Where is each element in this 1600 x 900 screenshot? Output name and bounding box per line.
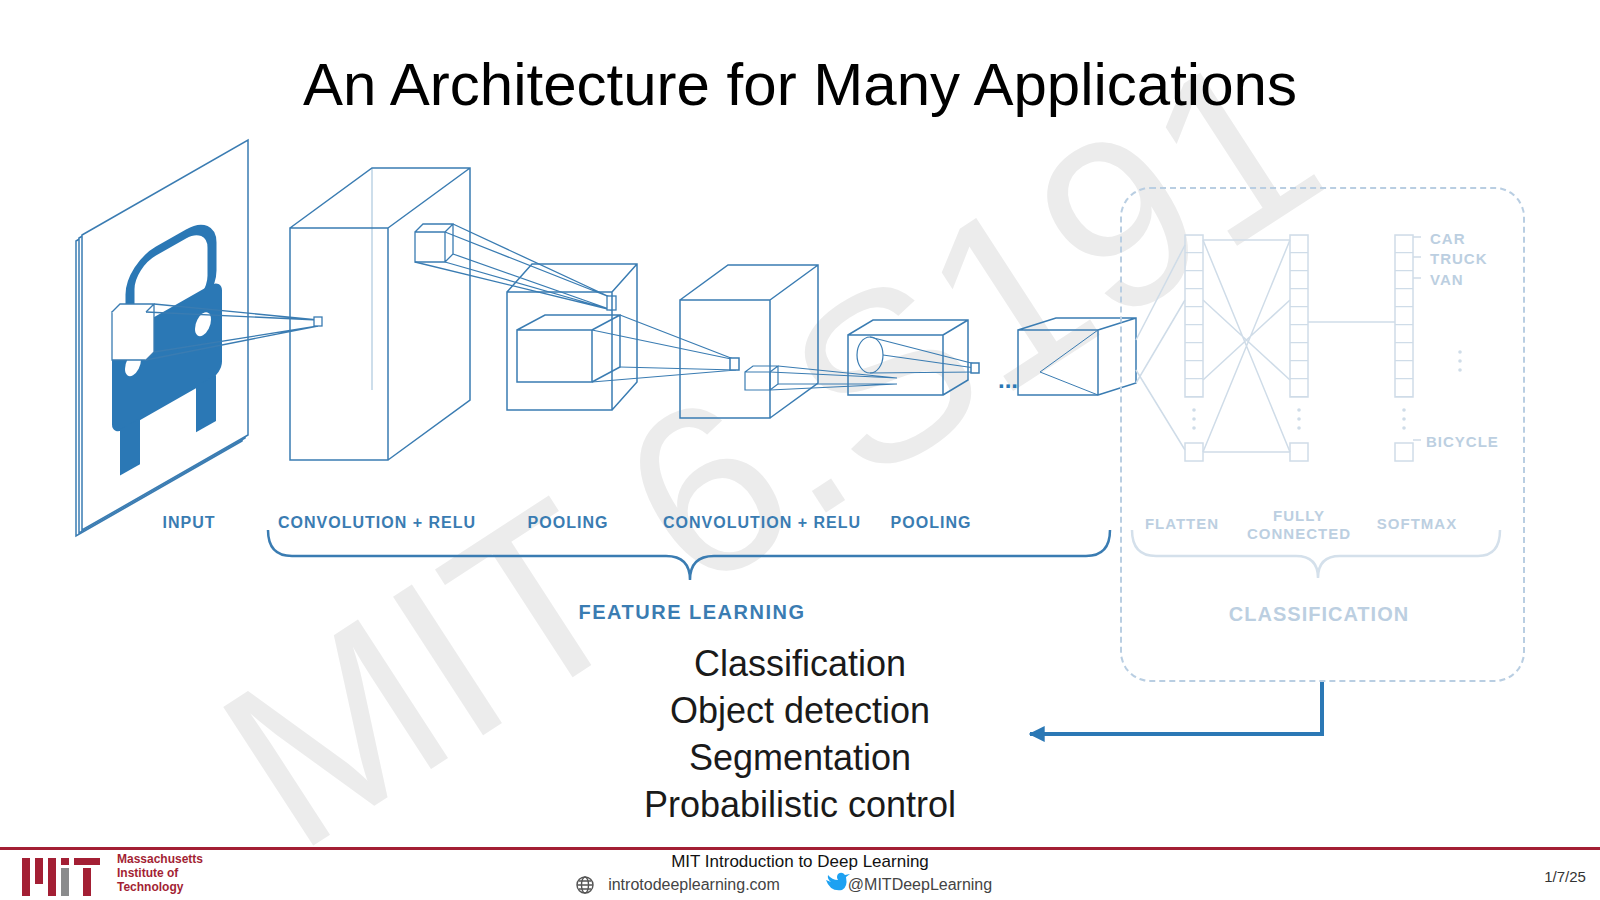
faded-network [1458,368,1462,372]
faded-network [1402,426,1406,430]
kernel-projection [415,224,612,310]
faded-network [1413,237,1421,440]
feature-volume [1040,330,1098,395]
pooling-volume [592,315,736,382]
mit-logo [22,858,30,896]
pooling-volume [507,264,739,410]
faded-network [1458,359,1462,363]
feature-volume [1018,318,1136,395]
conv-volume [680,265,818,418]
faded-label: CLASSIFICATION [1229,605,1409,623]
faded-network [1185,443,1203,461]
conv-volume [372,168,373,390]
mit-logo [61,858,69,865]
faded-network [1290,235,1308,397]
mit-logo [83,868,91,896]
pooling-volume [517,315,620,382]
globe-icon [577,877,593,893]
feature-brace [268,530,1110,580]
conv-volume [290,168,470,460]
input-image [76,140,248,536]
car-icon [112,213,222,480]
input-kernel [146,304,318,360]
faded-network [1136,235,1462,461]
faded-label: BICYCLE [1426,433,1499,451]
faded-network [1297,417,1301,421]
kernel-projection [415,224,453,262]
car-icon [112,278,222,436]
slide-title: An Architecture for Many Applications [303,50,1297,119]
social-handle: @MITDeepLearning [848,876,992,894]
faded-network [1192,417,1196,421]
faded-network [1402,417,1406,421]
faded-network [1308,321,1395,323]
faded-network [1297,426,1301,430]
globe-icon [577,877,593,893]
application-item: Probabilistic control [570,781,1030,828]
faded-network [1203,240,1290,452]
mit-logo [74,858,100,865]
pooling-volume [507,264,637,410]
mit-logo [48,858,56,896]
group-label: FEATURE LEARNING [579,601,806,624]
layer-label: CONVOLUTION + RELU [278,514,476,532]
layer-label: POOLING [891,514,972,532]
conv-volume [290,168,470,460]
twitter-icon [826,873,850,891]
feature-volume [1018,318,1136,395]
pooling-volume [857,337,883,373]
flow-arrow [1030,682,1322,734]
layer-label: POOLING [528,514,609,532]
twitter-icon [826,873,850,891]
faded-network [1192,426,1196,430]
mit-logo [35,858,43,884]
layer-label: INPUT [163,514,216,532]
faded-label: CAR [1430,230,1466,248]
faded-network [1458,350,1462,354]
faded-label: FLATTEN [1145,515,1219,533]
car-icon [120,418,140,475]
car-icon [196,375,216,432]
application-list: ClassificationObject detectionSegmentati… [570,640,1030,828]
mit-logo [61,868,69,896]
ellipsis: ... [998,366,1018,394]
institution-name: Massachusetts Institute of Technology [117,852,217,894]
layer-label: CONVOLUTION + RELU [663,514,861,532]
faded-network [1402,408,1406,412]
conv-volume [745,366,778,390]
course-name: MIT Introduction to Deep Learning [671,852,929,872]
application-item: Segmentation [570,734,1030,781]
classification-panel: CAR TRUCK VAN BICYCLE FLATTEN FULLY CONNECTED… [1120,187,1525,682]
faded-network [1297,408,1301,412]
mit-logo [22,858,100,896]
pooling-volume [848,320,979,395]
pooling-volume [870,337,975,373]
faded-network [1395,235,1413,397]
date: 1/7/25 [1544,868,1586,885]
pooling-volume [730,358,739,370]
application-item: Classification [570,640,1030,687]
faded-label: SOFTMAX [1377,515,1457,533]
input-image [82,140,248,530]
faded-network [1136,245,1185,450]
kernel-projection [415,224,616,310]
footer-rule [0,847,1600,850]
pooling-volume [971,363,979,373]
faded-network [1290,443,1308,461]
car-icon [195,309,211,340]
faded-network [1192,350,1462,430]
faded-network [1395,443,1413,461]
website: introtodeeplearning.com [608,876,780,894]
faded-label: VAN [1430,271,1464,289]
faded-label: TRUCK [1430,250,1488,268]
globe-icon [577,881,593,889]
faded-label: FULLY CONNECTED [1243,507,1355,543]
faded-network [1192,408,1196,412]
faded-network [1185,235,1203,397]
application-item: Object detection [570,687,1030,734]
input-kernel [314,317,322,326]
